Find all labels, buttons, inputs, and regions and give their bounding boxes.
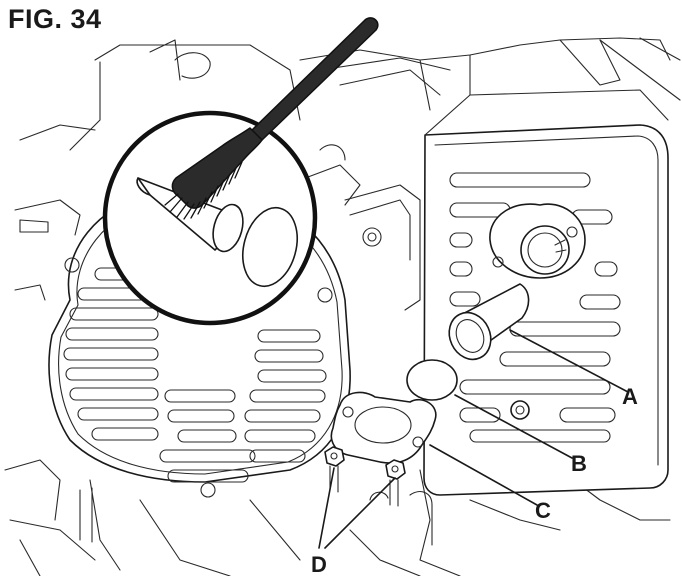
muffler-bolt <box>510 400 530 420</box>
callout-a: A <box>622 384 638 409</box>
callout-b: B <box>571 451 587 476</box>
nuts-d <box>324 446 406 507</box>
exhaust-port <box>489 203 586 279</box>
gasket-c <box>330 391 437 464</box>
screen-disc-b <box>406 359 458 401</box>
detail-inset <box>102 110 318 326</box>
cover-vents-left <box>63 267 159 441</box>
muffler-housing <box>423 37 681 496</box>
cover-vents-center <box>159 389 256 483</box>
figure-title: FIG. 34 <box>8 4 102 34</box>
cover-vents-right <box>244 329 327 463</box>
callout-d: D <box>311 552 327 576</box>
spark-arrestor-a <box>448 283 530 361</box>
engine-frame <box>4 37 671 576</box>
callout-c: C <box>535 498 551 523</box>
leader-lines <box>318 329 629 549</box>
inset-spark-arrestor <box>136 177 244 253</box>
inset-screen-disc <box>242 206 298 288</box>
wire-brush-icon <box>164 17 379 220</box>
muffler-slots <box>449 172 621 443</box>
